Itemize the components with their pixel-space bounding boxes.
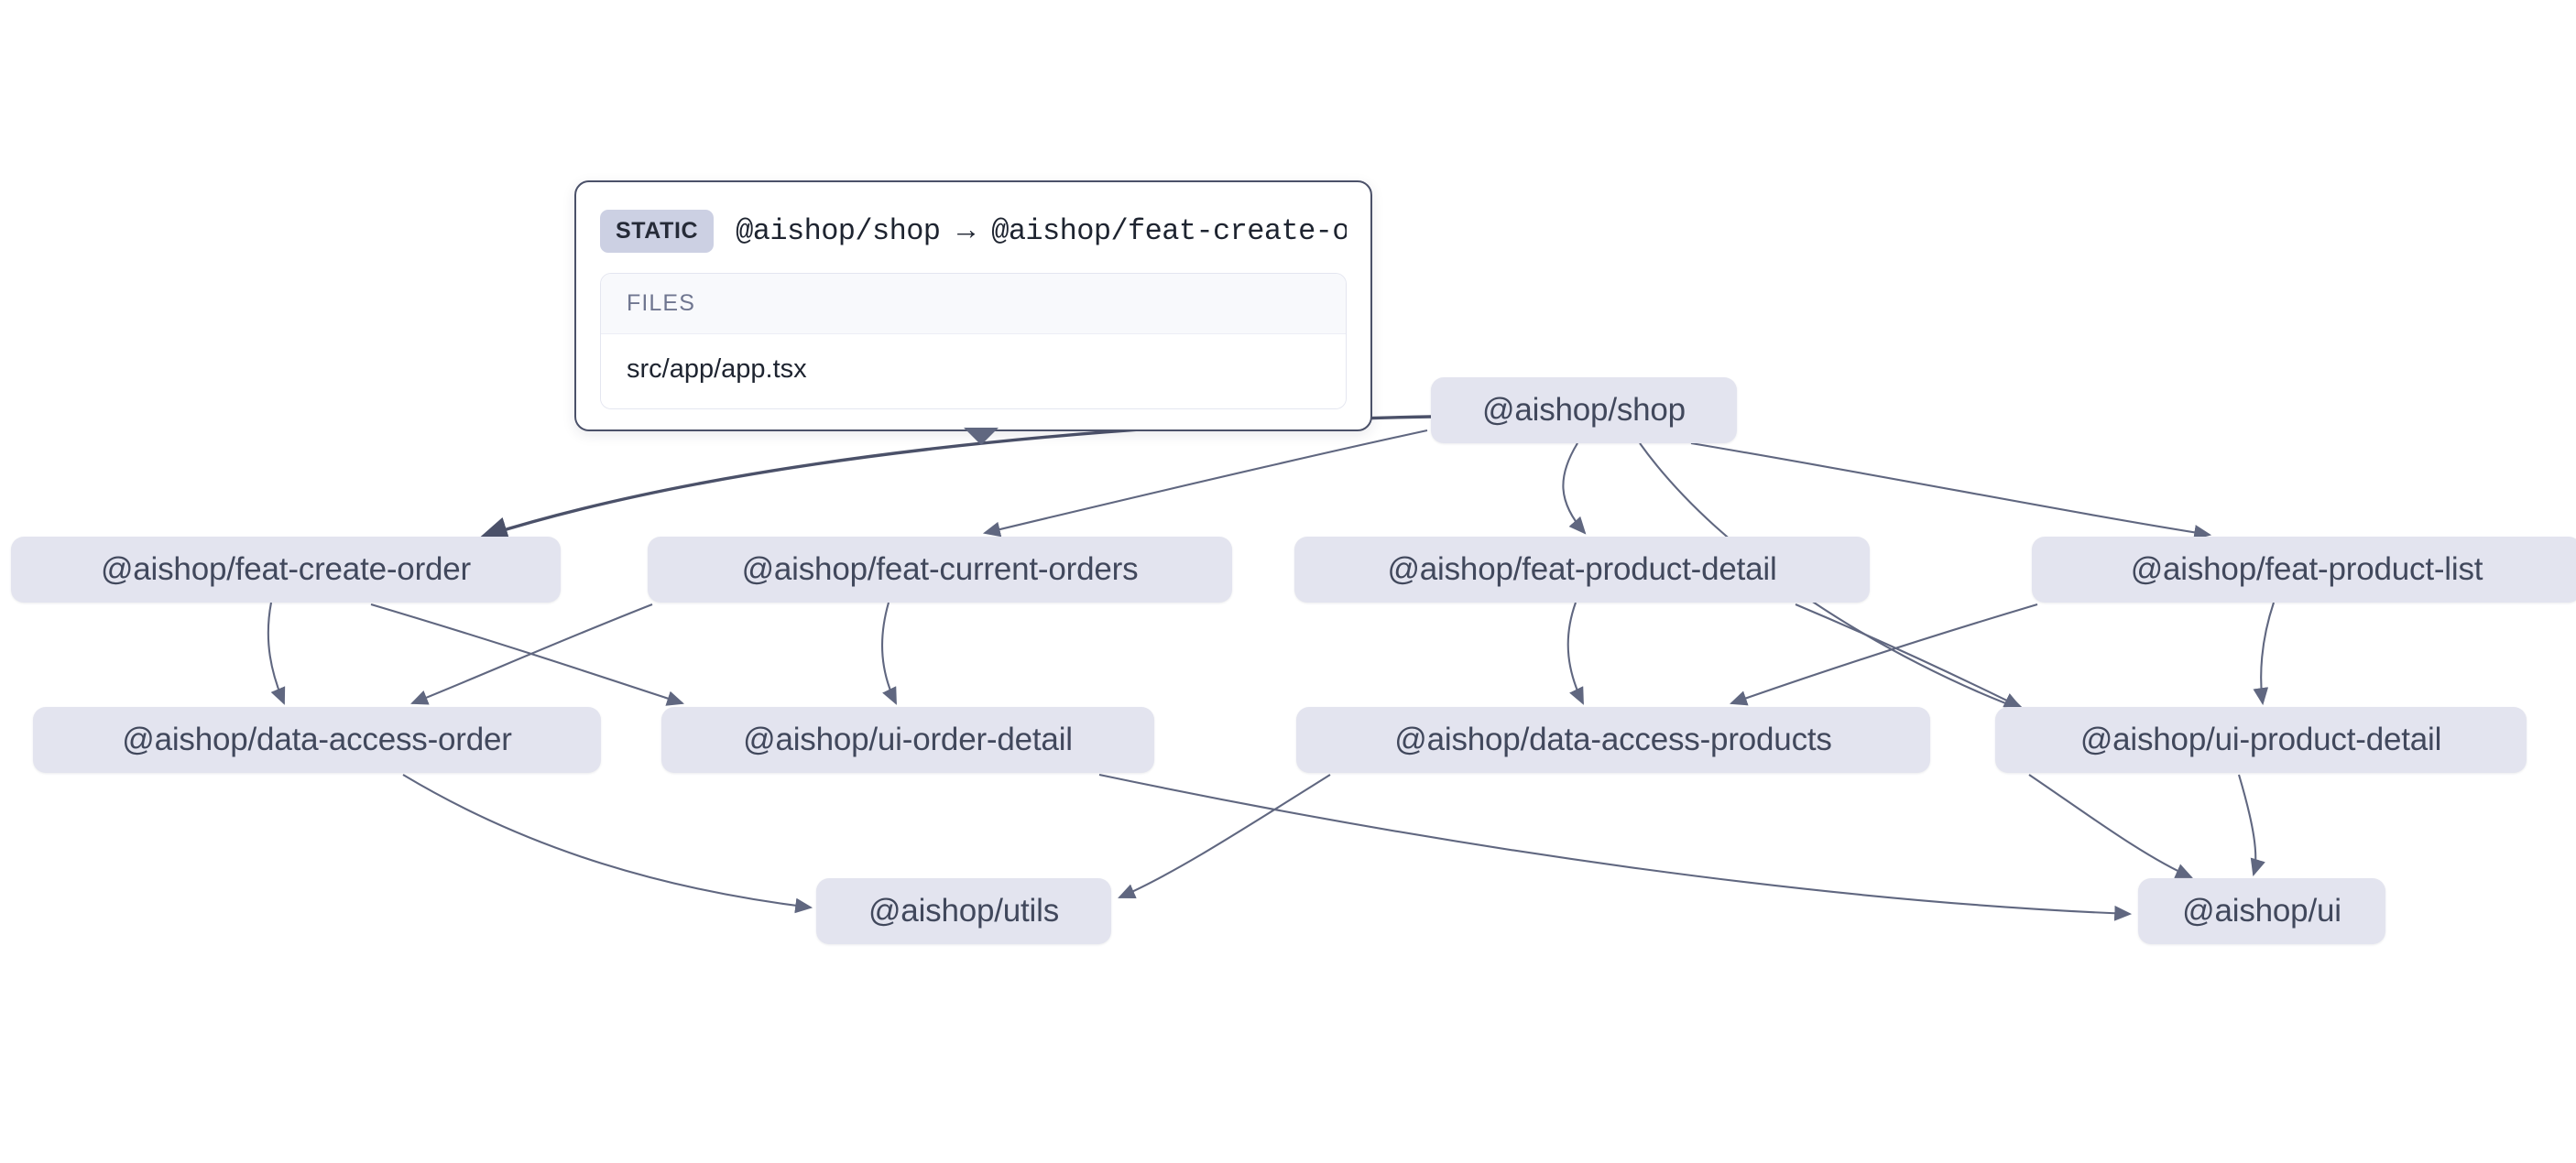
edge-feat-product-detail-to-ui-product-detail [1795,603,2022,708]
graph-node-data-access-order[interactable]: @aishop/data-access-order [33,707,601,773]
static-badge: STATIC [600,210,715,253]
files-section-header: FILES [601,274,1346,334]
graph-node-feat-create-order[interactable]: @aishop/feat-create-order [11,537,561,603]
edge-ui-order-detail-to-ui [1098,773,2133,921]
edge-feat-product-list-to-data-access-products [1730,603,2038,706]
graph-node-shop[interactable]: @aishop/shop [1431,377,1737,443]
edge-feat-current-orders-to-ui-order-detail [881,602,897,705]
edge-shop-to-feat-product-detail [1562,442,1587,535]
graph-node-data-access-products[interactable]: @aishop/data-access-products [1296,707,1930,773]
tooltip-title: @aishop/shop → @aishop/feat-create-order [736,214,1347,248]
edge-shop-to-feat-current-orders [982,429,1428,538]
edge-ui-product-detail-to-ui [2237,774,2265,877]
files-panel: FILES src/app/app.tsx [600,273,1347,409]
edge-feat-create-order-to-ui-order-detail [370,603,684,706]
graph-node-feat-current-orders[interactable]: @aishop/feat-current-orders [648,537,1232,603]
edge-tooltip[interactable]: STATIC @aishop/shop → @aishop/feat-creat… [574,180,1372,445]
graph-node-utils[interactable]: @aishop/utils [816,878,1111,944]
edge-feat-current-orders-to-data-access-order [410,603,653,705]
graph-node-feat-product-list[interactable]: @aishop/feat-product-list [2032,537,2576,603]
edge-feat-create-order-to-data-access-order [267,602,286,705]
graph-node-ui-order-detail[interactable]: @aishop/ui-order-detail [661,707,1154,773]
edge-feat-product-list-to-ui-product-detail [2253,602,2275,706]
edge-data-access-order-to-utils [402,774,813,914]
graph-node-feat-product-detail[interactable]: @aishop/feat-product-detail [1294,537,1870,603]
edge-data-access-products-to-utils [1118,774,1331,899]
edge-feat-product-detail-to-data-access-products [1566,602,1584,705]
tooltip-pointer-arrow [964,428,999,445]
edge-feat-product-detail-to-ui [2028,774,2193,878]
edge-shop-to-feat-create-order [479,415,1432,541]
file-list-item[interactable]: src/app/app.tsx [601,334,1346,408]
graph-node-ui-product-detail[interactable]: @aishop/ui-product-detail [1995,707,2527,773]
graph-node-ui[interactable]: @aishop/ui [2138,878,2385,944]
edge-shop-to-feat-product-list [1690,441,2212,540]
tooltip-header: STATIC @aishop/shop → @aishop/feat-creat… [600,206,1347,273]
